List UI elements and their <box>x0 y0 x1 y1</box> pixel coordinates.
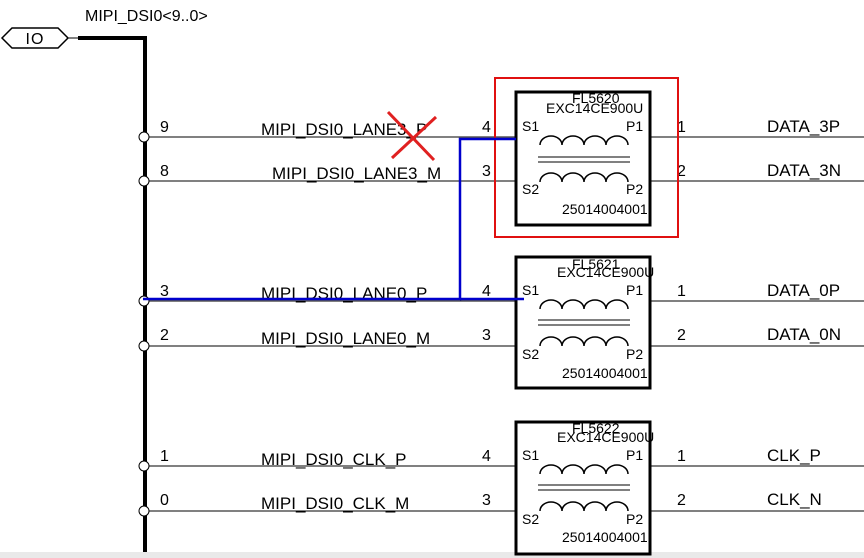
bus-ripper <box>138 131 150 143</box>
filter-part-number: 25014004001 <box>562 365 648 381</box>
filter-refdes: FL5620 <box>572 90 620 106</box>
pin-s1-label: S1 <box>522 118 539 134</box>
bus-ripper <box>138 295 150 307</box>
filter-pin-out: 1 <box>677 119 686 136</box>
filter-pin-out: 2 <box>677 163 686 180</box>
row-5: 0 MIPI_DSI0_CLK_M 3 2 CLK_N <box>138 490 864 517</box>
filter-pin-in: 4 <box>482 283 491 300</box>
strike-mark <box>386 110 438 162</box>
bus-ripper <box>138 505 150 517</box>
coil-bottom <box>539 172 629 183</box>
filter-pin-out: 1 <box>677 283 686 300</box>
net-label: MIPI_DSI0_LANE0_M <box>261 329 430 348</box>
bus-index: 8 <box>160 163 169 180</box>
out-net-label: DATA_3P <box>767 117 840 136</box>
net-label: MIPI_DSI0_CLK_P <box>261 450 407 469</box>
strike-line-2 <box>390 115 438 160</box>
bus-index: 0 <box>160 492 169 509</box>
coil-top <box>539 299 629 310</box>
pin-s2-label: S2 <box>522 346 539 362</box>
filter-fl5621: FL5621 EXC14CE900U S1 P1 S2 P2 250140040… <box>514 255 654 390</box>
bus-index: 2 <box>160 327 169 344</box>
row-2: 3 MIPI_DSI0_LANE0_P 4 1 DATA_0P <box>138 281 864 307</box>
coil-top <box>539 135 629 146</box>
bus: MIPI_DSI0<9..0> <box>68 8 208 552</box>
filter-part: EXC14CE900U <box>546 100 643 116</box>
filter-pin-in: 3 <box>482 327 491 344</box>
bus-index: 1 <box>160 448 169 465</box>
filter-refdes: FL5621 <box>572 256 620 272</box>
out-net-label: DATA_0P <box>767 281 840 300</box>
strike-line-1 <box>386 110 436 162</box>
filter-refdes: FL5622 <box>572 420 620 436</box>
row-1: 8 MIPI_DSI0_LANE3_M 3 2 DATA_3N <box>138 161 864 187</box>
filter-part: EXC14CE900U <box>557 264 654 280</box>
filter-pin-in: 3 <box>482 492 491 509</box>
out-net-label: DATA_3N <box>767 161 841 180</box>
filter-pin-out: 1 <box>677 448 686 465</box>
filter-part-number: 25014004001 <box>562 529 648 545</box>
highlight-rectangle <box>494 77 679 238</box>
pin-s2-label: S2 <box>522 511 539 527</box>
coil-bottom <box>539 501 629 512</box>
pin-p2-label: P2 <box>626 181 643 197</box>
pin-p1-label: P1 <box>626 447 643 463</box>
out-net-label: CLK_N <box>767 490 822 509</box>
bus-index: 3 <box>160 283 169 300</box>
out-net-label: CLK_P <box>767 446 821 465</box>
bus-ripper <box>138 460 150 472</box>
pin-p2-label: P2 <box>626 511 643 527</box>
pin-s1-label: S1 <box>522 447 539 463</box>
filter-fl5620: FL5620 EXC14CE900U S1 P1 S2 P2 250140040… <box>514 90 652 227</box>
filter-part: EXC14CE900U <box>557 429 654 445</box>
bus-index: 9 <box>160 119 169 136</box>
filter-part-number: 25014004001 <box>562 201 648 217</box>
filter-pin-out: 2 <box>677 327 686 344</box>
bottom-strip <box>0 552 864 558</box>
pin-s2-label: S2 <box>522 181 539 197</box>
coil-bottom <box>539 336 629 347</box>
filter-pin-out: 2 <box>677 492 686 509</box>
filter-pin-in: 4 <box>482 448 491 465</box>
pin-p1-label: P1 <box>626 282 643 298</box>
pin-p2-label: P2 <box>626 346 643 362</box>
filter-pin-in: 4 <box>482 119 491 136</box>
pin-s1-label: S1 <box>522 282 539 298</box>
filter-body <box>514 90 652 227</box>
filter-pin-in: 3 <box>482 163 491 180</box>
bus-ripper <box>138 340 150 352</box>
net-label: MIPI_DSI0_LANE3_M <box>272 164 441 183</box>
row-3: 2 MIPI_DSI0_LANE0_M 3 2 DATA_0N <box>138 325 864 352</box>
coil-top <box>539 464 629 475</box>
filter-body <box>514 255 652 390</box>
row-0: 9 MIPI_DSI0_LANE3_P 4 1 DATA_3P <box>138 117 864 143</box>
net-label: MIPI_DSI0_CLK_M <box>261 494 409 513</box>
bus-label: MIPI_DSI0<9..0> <box>85 8 208 25</box>
io-port-label: IO <box>26 31 45 48</box>
io-port: IO <box>0 27 70 49</box>
row-4: 1 MIPI_DSI0_CLK_P 4 1 CLK_P <box>138 446 864 472</box>
out-net-label: DATA_0N <box>767 325 841 344</box>
bus-ripper <box>138 175 150 187</box>
reroute-wire <box>143 137 516 301</box>
net-label: MIPI_DSI0_LANE3_P <box>261 120 427 139</box>
filter-body <box>514 420 652 556</box>
pin-p1-label: P1 <box>626 118 643 134</box>
filter-fl5622: FL5622 EXC14CE900U S1 P1 S2 P2 250140040… <box>514 420 654 556</box>
